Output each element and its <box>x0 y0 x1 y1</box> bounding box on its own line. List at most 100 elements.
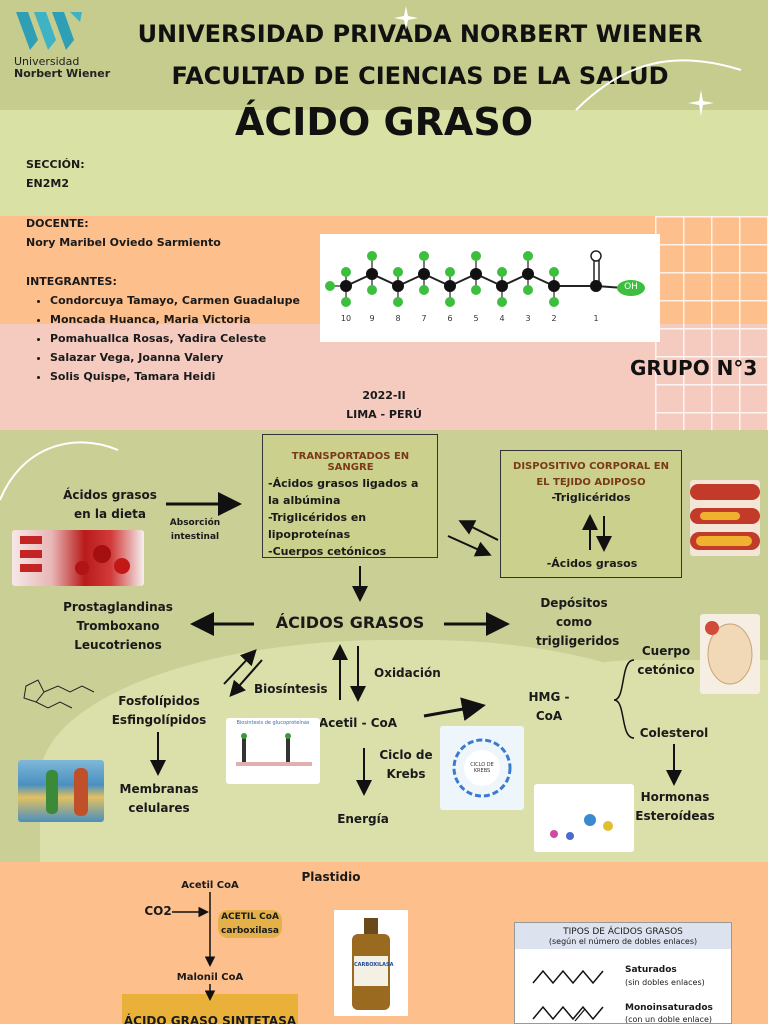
hydrogen-atom <box>497 267 507 277</box>
krebs-label: Ciclo de Krebs <box>379 748 433 781</box>
carbon-number: 9 <box>369 314 375 323</box>
hydrogen-atom <box>419 251 429 261</box>
hydrogen-atom <box>445 267 455 277</box>
carbon-number: 1 <box>593 314 599 323</box>
glycoprotein-image: Biosíntesis de glucoproteínas <box>226 718 320 784</box>
acetyl-label: Acetil - CoA <box>318 716 398 730</box>
arrow-adipose-transport <box>458 520 499 541</box>
blood-cells-image <box>12 530 144 586</box>
hydrogen-atom <box>497 297 507 307</box>
membranes-label: Membranas celulares <box>119 782 199 815</box>
phospholipid-label: Fosfolípidos <box>118 694 200 708</box>
carbon-number: 10 <box>340 314 352 323</box>
malonyl-label: Malonil CoA <box>176 972 244 983</box>
carbon-number: 4 <box>499 314 505 323</box>
carbon-number: 2 <box>551 314 557 323</box>
topic-title: ÁCIDO GRASO <box>234 100 534 144</box>
prostaglandin-icon <box>23 679 95 709</box>
carbon-atom <box>444 280 456 292</box>
center-label: ÁCIDOS GRASOS <box>275 613 425 632</box>
carbon-atom <box>366 268 378 280</box>
carbon-number: 7 <box>421 314 427 323</box>
carbon-number: 5 <box>473 314 479 323</box>
arrow-phospholipid-center <box>223 649 257 685</box>
krebs-cycle-image: CICLO DE KREBS <box>440 726 524 810</box>
carbon-number: 8 <box>395 314 401 323</box>
artery-image <box>690 480 760 556</box>
oxygen-atom <box>590 250 602 262</box>
hydrogen-atom <box>523 285 533 295</box>
biosynthesis-label: Biosíntesis <box>254 682 328 696</box>
oxidation-label: Oxidación <box>374 666 441 680</box>
member-item: Salazar Vega, Joanna Valery <box>50 348 300 367</box>
hydroxyl-label: OH <box>624 282 638 292</box>
group-label: GRUPO N°3 <box>630 356 758 380</box>
cholesterol-label: Colesterol <box>639 726 709 740</box>
enzyme-label: ACETIL CoA carboxilasa <box>218 910 282 938</box>
hydrogen-atom <box>341 267 351 277</box>
types-subtitle: (según el número de dobles enlaces) <box>515 937 731 949</box>
adipose-bottom: -Ácidos grasos <box>546 557 638 570</box>
krebs-cycle-icon <box>452 738 512 798</box>
plastid-label: Plastidio <box>301 870 361 884</box>
prostaglandin-structure <box>14 672 104 716</box>
brace-hmg <box>613 659 635 739</box>
hydrogen-atom <box>549 267 559 277</box>
carbon-atom <box>392 280 404 292</box>
adipocyte-icon <box>705 621 753 685</box>
transport-item: -Cuerpos cetónicos <box>268 545 387 558</box>
university-title: UNIVERSIDAD PRIVADA NORBERT WIENER <box>137 20 703 48</box>
hydrogen-atom <box>523 251 533 261</box>
period-label: 2022-II <box>362 389 406 402</box>
thromboxane-label: Tromboxano <box>76 619 160 633</box>
sparkle-icon <box>394 6 418 30</box>
logo-text-2: Norbert Wiener <box>14 67 111 80</box>
hmg-label: HMG - CoA <box>528 690 570 723</box>
hydrogen-atom <box>549 297 559 307</box>
saturated-label: Saturados <box>625 965 677 975</box>
synthase-label: ÁCIDO GRASO SINTETASA <box>123 1014 297 1024</box>
grid-decoration <box>655 216 768 430</box>
prostaglandin-label: Prostaglandinas <box>63 600 173 614</box>
hormone-icon <box>550 814 613 840</box>
university-logo: Universidad Norbert Wiener <box>14 10 114 82</box>
bottle-icon <box>352 918 390 1010</box>
members-label: INTEGRANTES: <box>26 275 117 288</box>
hydroxyl-atom <box>617 280 645 296</box>
artery-icon <box>690 484 760 550</box>
hormones-label: Hormonas Esteroídeas <box>635 790 715 823</box>
adipose-title: DISPOSITIVO CORPORAL EN EL TEJIDO ADIPOS… <box>513 461 669 488</box>
saturated-chain-icon <box>532 969 604 985</box>
member-item: Solis Quispe, Tamara Heidi <box>50 367 300 386</box>
hydrogen-atom <box>445 297 455 307</box>
faculty-title: FACULTAD DE CIENCIAS DE LA SALUD <box>171 62 669 90</box>
swirl-decoration-2 <box>0 441 119 501</box>
hormone-image <box>534 784 634 852</box>
transport-item: -Ácidos grasos ligados a la albúmina <box>268 477 419 507</box>
carbon-number: 3 <box>525 314 531 323</box>
hydrogen-atom <box>367 251 377 261</box>
arrow-center-phospholipid <box>229 659 263 697</box>
teacher-label: DOCENTE: <box>26 217 89 230</box>
member-item: Moncada Huanca, Maria Victoria <box>50 310 300 329</box>
mono-desc: (con un doble enlace) <box>625 1015 713 1024</box>
hydrogen-atom <box>367 285 377 295</box>
molecule-svg <box>325 250 645 307</box>
logo-icon <box>16 12 82 50</box>
membrane-icon <box>46 768 88 816</box>
bottle-image: CARBOXILASA <box>334 910 408 1016</box>
adipose-top: -Triglicéridos <box>551 491 631 504</box>
carbon-atom <box>470 268 482 280</box>
carbon-atom <box>522 268 534 280</box>
deposits-label: Depósitos como trigligeridos <box>536 596 620 648</box>
diet-label: Ácidos grasos en la dieta <box>63 488 157 521</box>
transport-title: TRANSPORTADOS EN SANGRE <box>291 451 410 473</box>
glycoprotein-caption: Biosíntesis de glucoproteínas <box>236 720 310 726</box>
types-title: TIPOS DE ÁCIDOS GRASOS <box>515 923 731 937</box>
transport-box: TRANSPORTADOS EN SANGRE -Ácidos grasos l… <box>262 434 438 558</box>
header-band <box>0 0 768 110</box>
membrane-image <box>18 760 104 822</box>
